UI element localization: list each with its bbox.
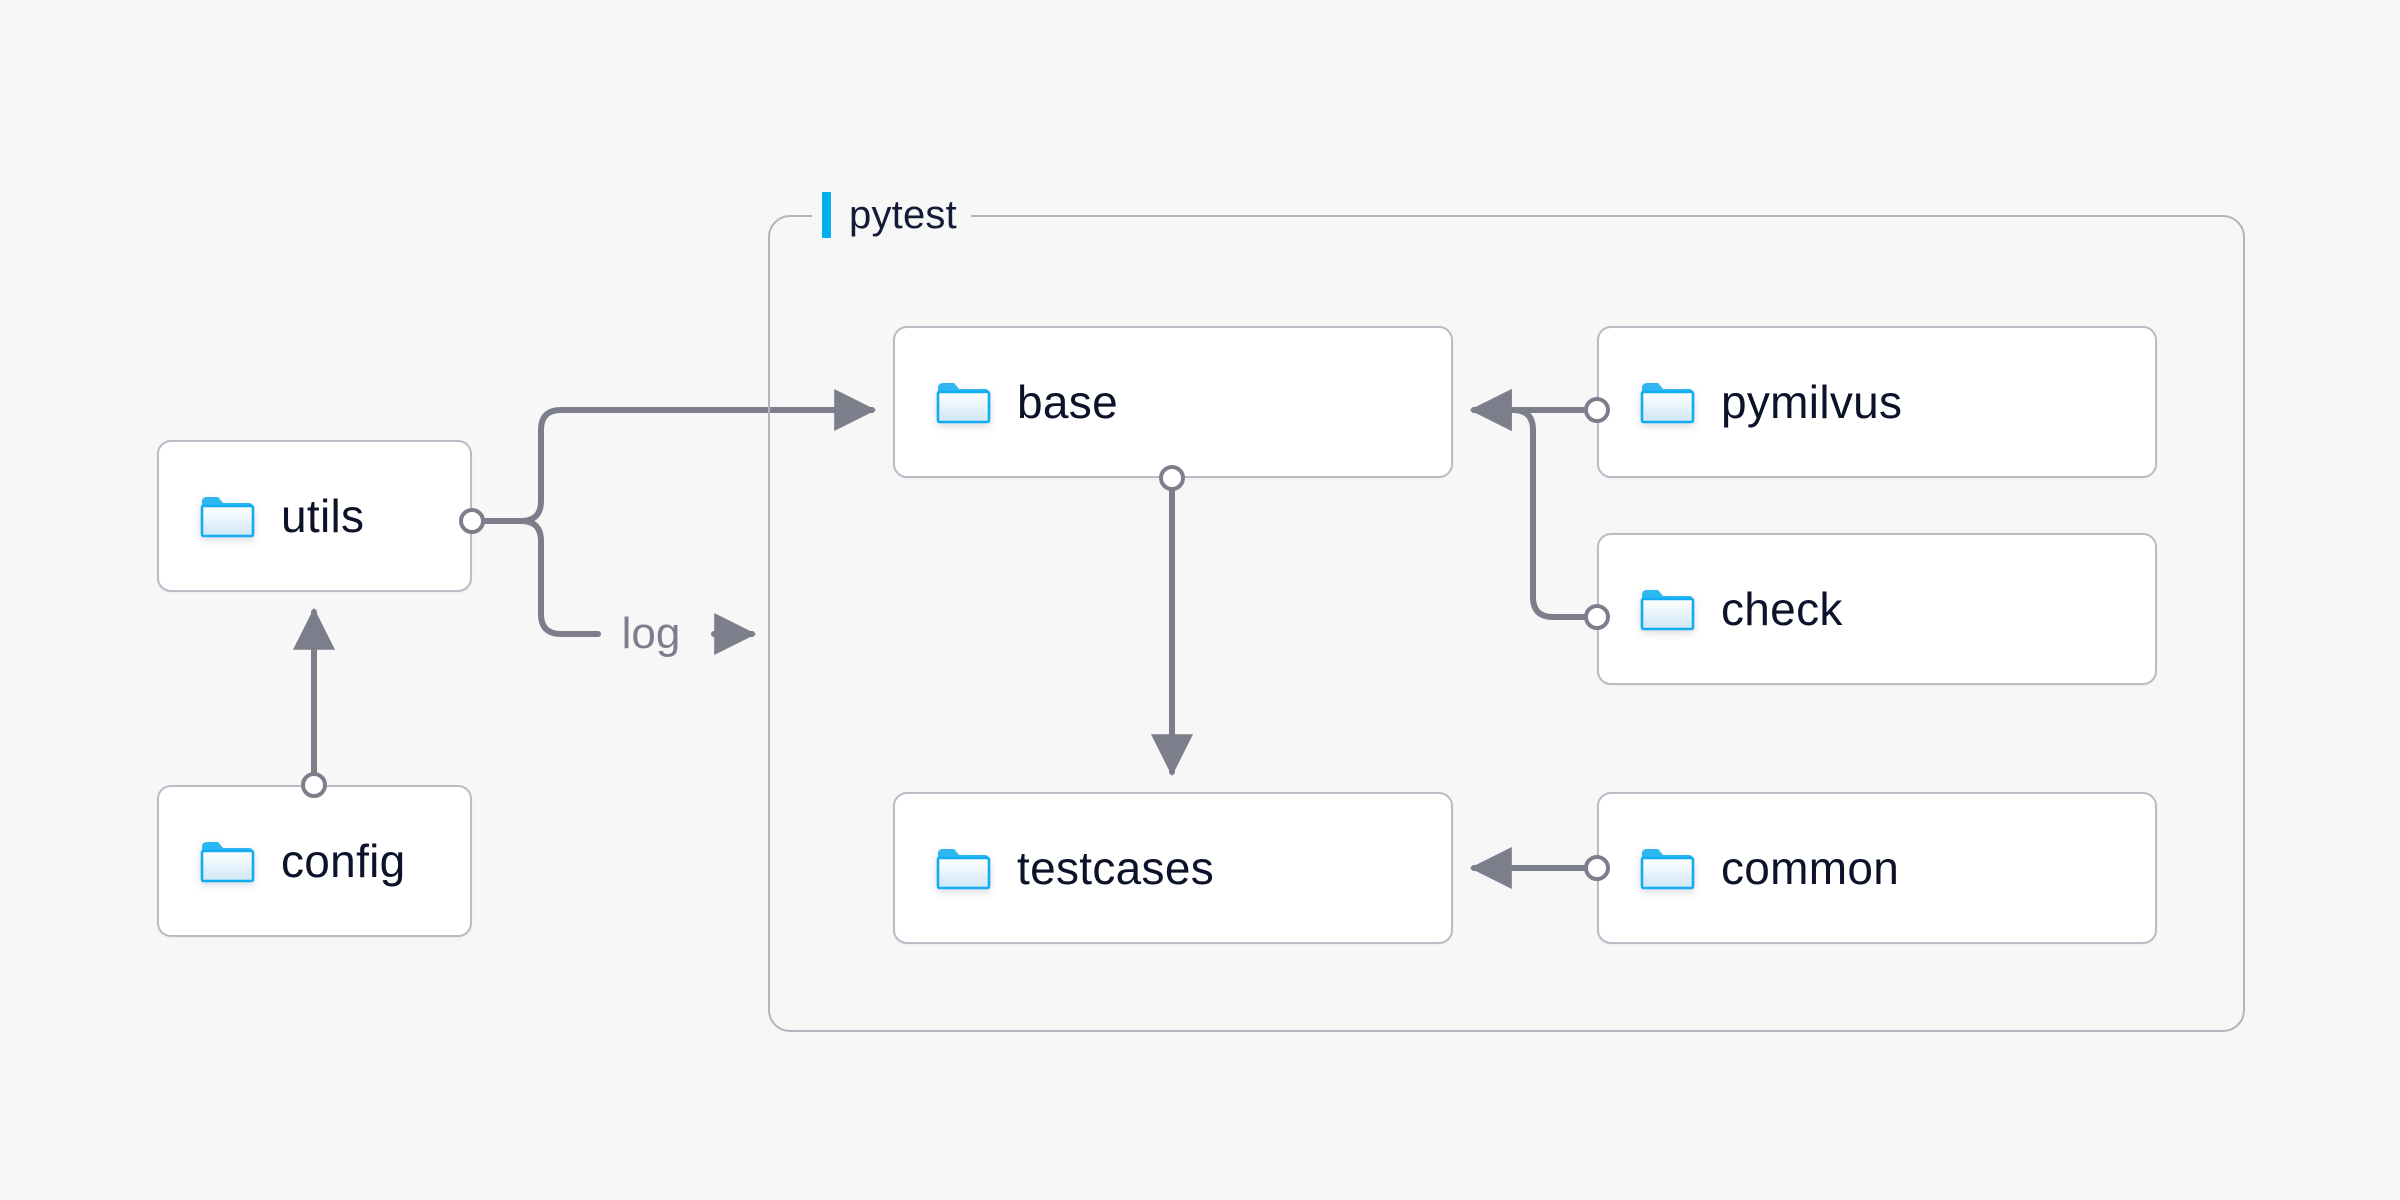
folder-icon (200, 497, 255, 538)
node-check[interactable]: check (1597, 533, 2157, 685)
port-config-top[interactable] (301, 772, 327, 798)
port-utils-right[interactable] (459, 508, 485, 534)
node-label-common: common (1721, 842, 1900, 894)
folder-icon (1640, 383, 1695, 424)
group-label-text: pytest (849, 193, 957, 237)
node-label-utils: utils (281, 490, 365, 542)
group-accent-bar (822, 192, 831, 238)
node-common[interactable]: common (1597, 792, 2157, 944)
folder-icon (200, 842, 255, 883)
edge-utils-to-log (482, 518, 601, 637)
node-label-base: base (1017, 376, 1118, 428)
port-check-left[interactable] (1584, 604, 1610, 630)
folder-icon (936, 383, 991, 424)
node-utils[interactable]: utils (157, 440, 472, 592)
node-label-check: check (1721, 583, 1843, 635)
node-label-testcases: testcases (1017, 842, 1215, 894)
node-base[interactable]: base (893, 326, 1453, 478)
folder-icon (1640, 590, 1695, 631)
node-pymilvus[interactable]: pymilvus (1597, 326, 2157, 478)
edge-label-log: log (621, 609, 681, 658)
pytest-group-label: pytest (812, 187, 971, 243)
pytest-group-container[interactable] (768, 215, 2245, 1032)
folder-icon (1640, 849, 1695, 890)
node-config[interactable]: config (157, 785, 472, 937)
folder-icon (936, 849, 991, 890)
port-base-bottom[interactable] (1159, 465, 1185, 491)
port-pymilvus-left[interactable] (1584, 397, 1610, 423)
port-common-left[interactable] (1584, 855, 1610, 881)
node-label-pymilvus: pymilvus (1721, 376, 1903, 428)
node-label-config: config (281, 835, 406, 887)
node-testcases[interactable]: testcases (893, 792, 1453, 944)
